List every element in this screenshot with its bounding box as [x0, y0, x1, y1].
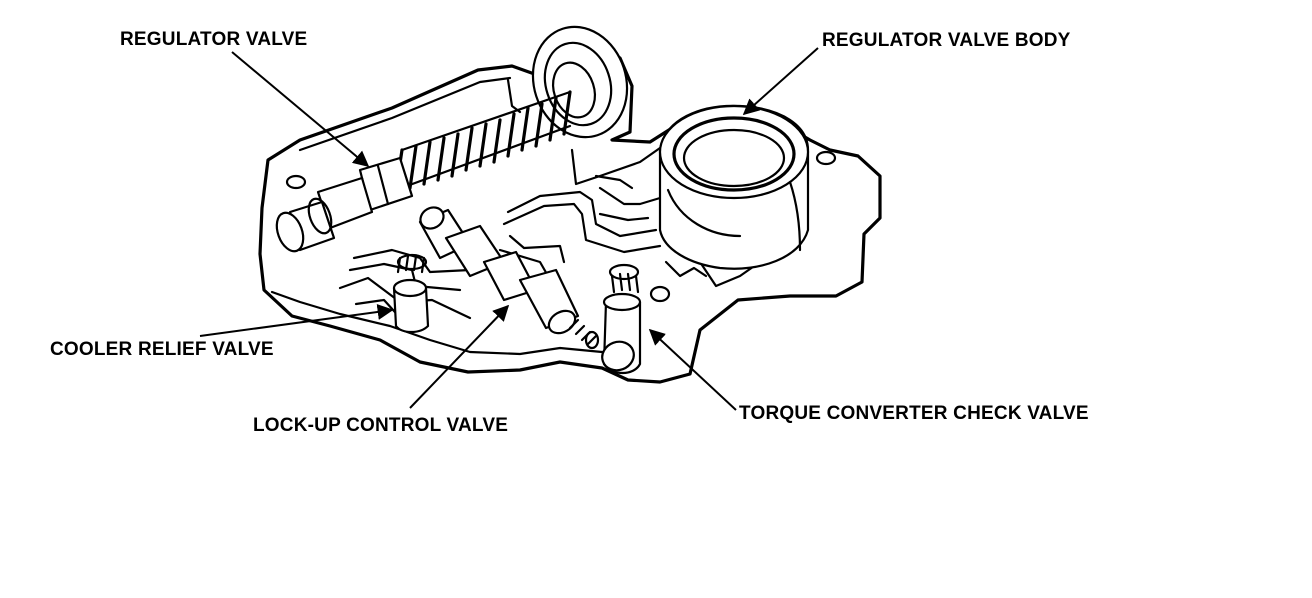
arrow-lock-up-control-valve — [409, 304, 510, 409]
regulator-bore — [658, 104, 810, 270]
arrow-torque-converter-check-valve — [648, 328, 737, 411]
label-torque-converter-check-valve: TORQUE CONVERTER CHECK VALVE — [739, 403, 1089, 424]
label-regulator-valve-body: REGULATOR VALVE BODY — [822, 30, 1071, 51]
arrow-regulator-valve-body — [742, 47, 819, 116]
torque-converter-check-valve — [601, 263, 642, 375]
arrow-cooler-relief-valve — [199, 304, 394, 337]
cooler-relief-valve — [392, 253, 430, 334]
label-lock-up-control-valve: LOCK-UP CONTROL VALVE — [253, 415, 509, 436]
arrow-regulator-valve — [231, 51, 370, 168]
regulator-valve-spool — [275, 90, 572, 253]
leader-lines — [199, 47, 819, 411]
lock-up-control-valve-spool — [418, 206, 600, 350]
label-regulator-valve: REGULATOR VALVE — [120, 29, 308, 50]
label-cooler-relief-valve: COOLER RELIEF VALVE — [50, 339, 274, 360]
